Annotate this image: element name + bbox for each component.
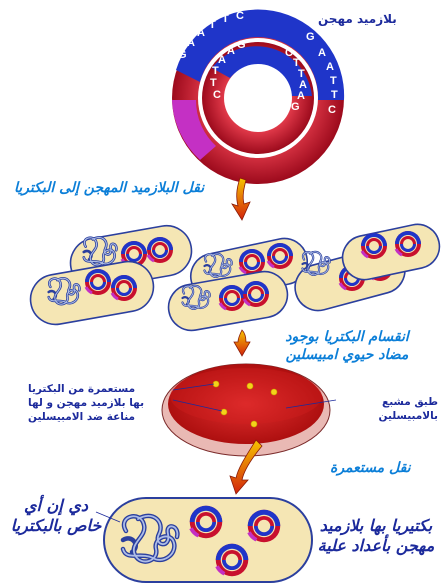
dna-outer-left-2: A [187,37,195,49]
dna-inner-right-4: A [299,79,307,91]
dna-inner-left-1: C [213,89,221,101]
dna-inner-left-5: A [227,45,235,57]
dna-inner-right-2: T [293,57,300,69]
colony-dot [220,408,228,416]
ampr-gene-segment [172,100,216,160]
colony-dot [270,388,278,396]
small-plasmid [245,507,283,545]
engineered-plasmid: AMPr G A A T T C G A A T T C C T T A A G… [155,9,345,184]
petri-dish [161,363,337,457]
label-colony-transfer: نقل مستعمرة [330,460,411,476]
dna-outer-right-5: T [331,89,338,101]
small-plasmid [265,241,295,271]
dna-outer-left-4: T [209,19,216,31]
label-transfer-to-bacteria: نقل البلازميد المهجن إلى البكتريا [14,180,205,196]
dna-outer-right-6: C [328,104,336,116]
final-bacterium [95,497,313,583]
small-plasmid [109,273,139,303]
label-bacterial-dna-line-2: خاص بالبكتريا [10,516,102,535]
bacteria-group [29,223,441,332]
plasmid-blue-segment [176,9,345,100]
dna-inner-left-4: A [218,54,226,66]
label-bacterial-dna-line-1: دي إن أي [24,496,88,515]
dna-outer-right-1: G [306,31,315,43]
dna-outer-left-1: G [178,49,187,61]
label-bacterial-dna: دي إن أي خاص بالبكتريا [6,496,106,536]
label-colony-line-1: مستعمرة من البكتريا [28,383,136,395]
arrow-down-3 [229,439,263,495]
plasmid-hole [224,64,292,132]
dna-inner-left-3: T [212,65,219,77]
label-colony: مستعمرة من البكتريا بها بلازميد مهجن و ل… [28,382,174,424]
dna-outer-right-2: A [318,47,326,59]
dna-inner-right-6: G [291,101,300,113]
arrow-down-1 [231,177,251,221]
dna-outer-left-3: A [197,27,205,39]
arrow-down-2 [233,329,251,357]
dna-inner-right-3: T [298,68,305,80]
label-division-line-2: مضاد حيوي امبيسلين [285,347,409,363]
label-final-line-2: مهجن بأعداد علية [317,536,435,555]
colony-dot [250,420,258,428]
label-division: انقسام البكتريا بوجود مضاد حيوي امبيسلين [272,328,422,364]
dna-inner-right-1: C [285,47,293,59]
small-plasmid [359,231,389,261]
pointer-line-medium [285,399,337,409]
label-final-bacteria: بكتيريا بها بلازميد مهجن بأعداد علية [312,516,440,556]
pointer-line-colony-2 [172,399,223,412]
bacterium-6 [341,223,441,281]
small-plasmid [217,283,247,313]
dna-outer-right-3: A [326,61,334,73]
dna-outer-left-6: C [236,10,244,22]
bacterium-2 [29,260,155,326]
pointer-line-dna [95,511,121,523]
small-plasmid [145,235,175,265]
pointer-line-colony-1 [172,383,215,391]
small-plasmid [241,279,271,309]
small-plasmid [393,229,423,259]
dna-outer-right-4: T [330,75,337,87]
small-plasmid [213,541,251,579]
label-ampicillin-plate: طبق مشبع بالامبيسلين [378,396,438,422]
dna-inner-left-6: G [237,39,246,51]
small-plasmid [187,503,225,541]
label-engineered-plasmid: بلازميد مهجن [318,12,397,26]
ampr-label: AMPr [155,121,174,149]
dna-inner-right-5: A [297,90,305,102]
small-plasmid [83,267,113,297]
ampicillin-medium [168,364,324,444]
label-colony-line-3: مناعة ضد الامبيسلين [28,411,135,423]
label-final-line-1: بكتيريا بها بلازميد [319,516,433,535]
label-division-line-1: انقسام البكتريا بوجود [285,329,409,345]
bacterium-4 [167,270,289,332]
dna-inner-left-2: T [210,77,217,89]
dna-outer-left-5: T [222,13,229,25]
label-colony-line-2: بها بلازميد مهجن و لها [28,397,145,409]
colony-dot [246,382,254,390]
